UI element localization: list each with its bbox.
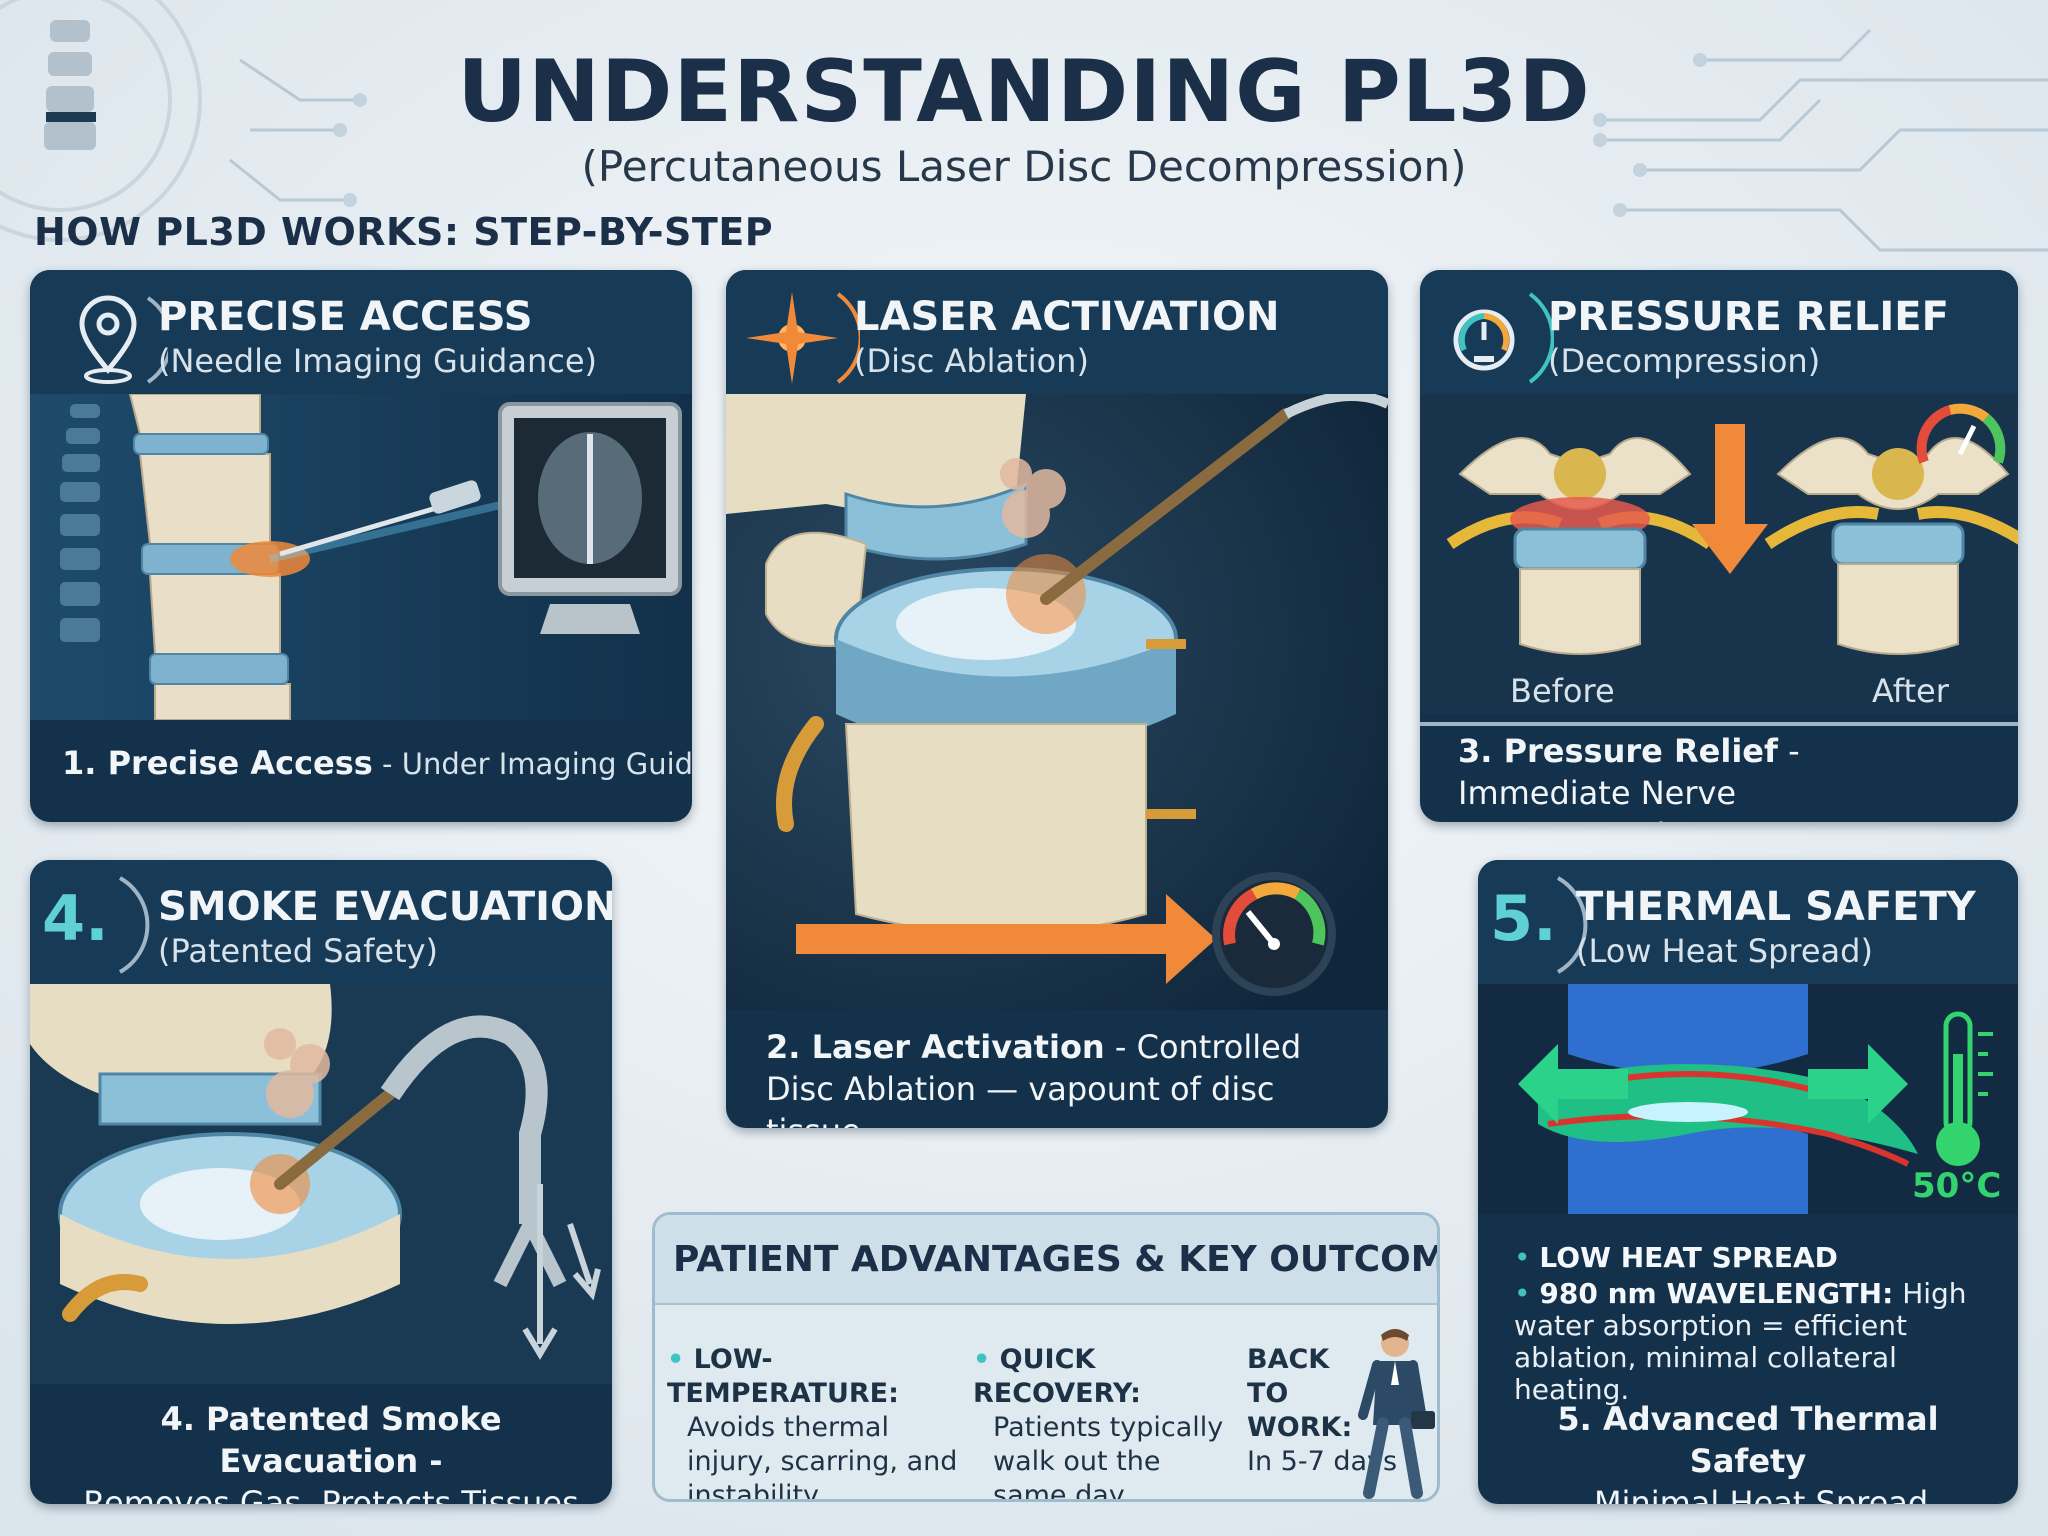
panel-divider (1420, 722, 2018, 726)
spine-xray-illustration (30, 394, 692, 720)
panel-caption: 1. Precise Access - Under Imaging Guidan… (62, 742, 692, 785)
caption-bold: 4. Patented Smoke Evacuation - (160, 1400, 502, 1480)
bullet-text: High water absorption = efficient ablati… (1514, 1277, 1967, 1406)
panel-caption: 4. Patented Smoke Evacuation - Removes Ga… (66, 1398, 596, 1504)
panel-title: LASER ACTIVATION (854, 294, 1280, 340)
caption-text: - Under Imaging Guidance (382, 747, 692, 781)
bullet-dot: • (667, 1344, 694, 1375)
panel-header (30, 270, 692, 394)
caption-bold: 1. Precise Access (62, 744, 373, 782)
caption-text: - Controlled Disc Ablation — vapount of … (766, 1028, 1302, 1128)
panel-caption: 3. Pressure Relief - Immediate Nerve Dec… (1458, 730, 1978, 822)
panel-header (1420, 270, 2018, 394)
bullet-low-heat-spread: • LOW HEAT SPREAD (1514, 1242, 2004, 1274)
advantages-title: PATIENT ADVANTAGES & KEY OUTCOMES (673, 1239, 1440, 1280)
advantage-quick-recovery: • QUICK RECOVERY: Patients typically wal… (973, 1343, 1233, 1502)
advantage-heading: • LOW-TEMPERATURE: (667, 1343, 967, 1411)
caption-bold: 5. Advanced Thermal Safety (1557, 1400, 1939, 1480)
advantage-heading-text: QUICK RECOVERY: (973, 1344, 1141, 1409)
heat-map-illustration (1478, 984, 2018, 1214)
badge-arc-icon (119, 876, 150, 974)
bullet-dot: • (973, 1344, 1000, 1375)
gauge-icon (1453, 292, 1554, 384)
advantages-header (655, 1215, 1437, 1305)
laser-burst-icon (746, 292, 860, 384)
step-badge: 4. (42, 882, 109, 955)
advantage-text: In 5-7 days (1247, 1446, 1398, 1477)
before-label: Before (1510, 672, 1615, 710)
panel-subtitle: (Decompression) (1548, 342, 1821, 380)
panel-title: THERMAL SAFETY (1576, 884, 1976, 930)
panel-precise-access: PRECISE ACCESS (Needle Imaging Guidance) (30, 270, 692, 822)
bullet-dot: • (1514, 1241, 1540, 1274)
panel-caption: 5. Advanced Thermal Safety – Minimal Heat… (1498, 1398, 1998, 1504)
panel-subtitle: (Disc Ablation) (854, 342, 1089, 380)
panel-subtitle: (Needle Imaging Guidance) (158, 342, 597, 380)
patient-advantages-box: PATIENT ADVANTAGES & KEY OUTCOMES • LOW-… (652, 1212, 1440, 1502)
decompression-before-after-illustration (1420, 394, 2018, 714)
advantage-back-to-work: BACK TO WORK: In 5-7 days (1247, 1343, 1398, 1479)
location-pin-icon (79, 295, 168, 384)
step-badge: 5. (1490, 882, 1557, 955)
panel-laser-activation: LASER ACTIVATION (Disc Ablation) 2. Lase… (726, 270, 1388, 1128)
advantage-heading-text: LOW-TEMPERATURE: (667, 1344, 899, 1409)
bullet-wavelength: • 980 nm WAVELENGTH: High water absorpti… (1514, 1278, 2004, 1406)
panel-thermal-safety: 5. THERMAL SAFETY (Low Heat Spread) 50°C… (1478, 860, 2018, 1504)
caption-text: – Minimal Heat Spread (1567, 1484, 1929, 1504)
caption-text: - Immediate Nerve Decompression (1458, 732, 1800, 822)
panel-header (726, 270, 1388, 394)
caption-bold: 2. Laser Activation (766, 1028, 1105, 1066)
panel-subtitle: (Patented Safety) (158, 932, 439, 970)
badge-arc-icon (1557, 876, 1588, 974)
smoke-evacuation-illustration (30, 984, 612, 1384)
page-subtitle: (Percutaneous Laser Disc Decompression) (581, 142, 1467, 191)
bullet-dot: • (1514, 1277, 1540, 1310)
bullet-text: LOW HEAT SPREAD (1539, 1241, 1838, 1274)
advantage-heading: • QUICK RECOVERY: (973, 1343, 1233, 1411)
after-label: After (1872, 672, 1949, 710)
page-title: UNDERSTANDING PL3D (457, 42, 1591, 142)
advantage-text: Patients typically walk out the same day… (993, 1412, 1224, 1502)
panel-caption: 2. Laser Activation - Controlled Disc Ab… (766, 1026, 1356, 1128)
panel-title: SMOKE EVACUATION (158, 884, 612, 930)
advantage-heading-text: BACK TO WORK: (1247, 1344, 1353, 1443)
disc-ablation-illustration (726, 394, 1388, 1010)
section-heading: HOW PL3D WORKS: STEP-BY-STEP (34, 210, 774, 254)
advantage-low-temperature: • LOW-TEMPERATURE: Avoids thermal injury… (667, 1343, 967, 1502)
panel-subtitle: (Low Heat Spread) (1576, 932, 1873, 970)
bullet-bold: 980 nm WAVELENGTH: (1539, 1277, 1894, 1310)
panel-pressure-relief: PRESSURE RELIEF (Decompression) Before A… (1420, 270, 2018, 822)
panel-title: PRECISE ACCESS (158, 294, 533, 340)
panel-title: PRESSURE RELIEF (1548, 294, 1949, 340)
walking-businessman-icon (1358, 1329, 1435, 1499)
panel-smoke-evacuation: 4. SMOKE EVACUATION (Patented Safety) 4.… (30, 860, 612, 1504)
temperature-readout: 50°C (1912, 1166, 2002, 1206)
caption-text: Removes Gas, Protects Tissues (83, 1484, 579, 1504)
caption-bold: 3. Pressure Relief (1458, 732, 1778, 770)
advantage-text: Avoids thermal injury, scarring, and ins… (687, 1412, 958, 1502)
